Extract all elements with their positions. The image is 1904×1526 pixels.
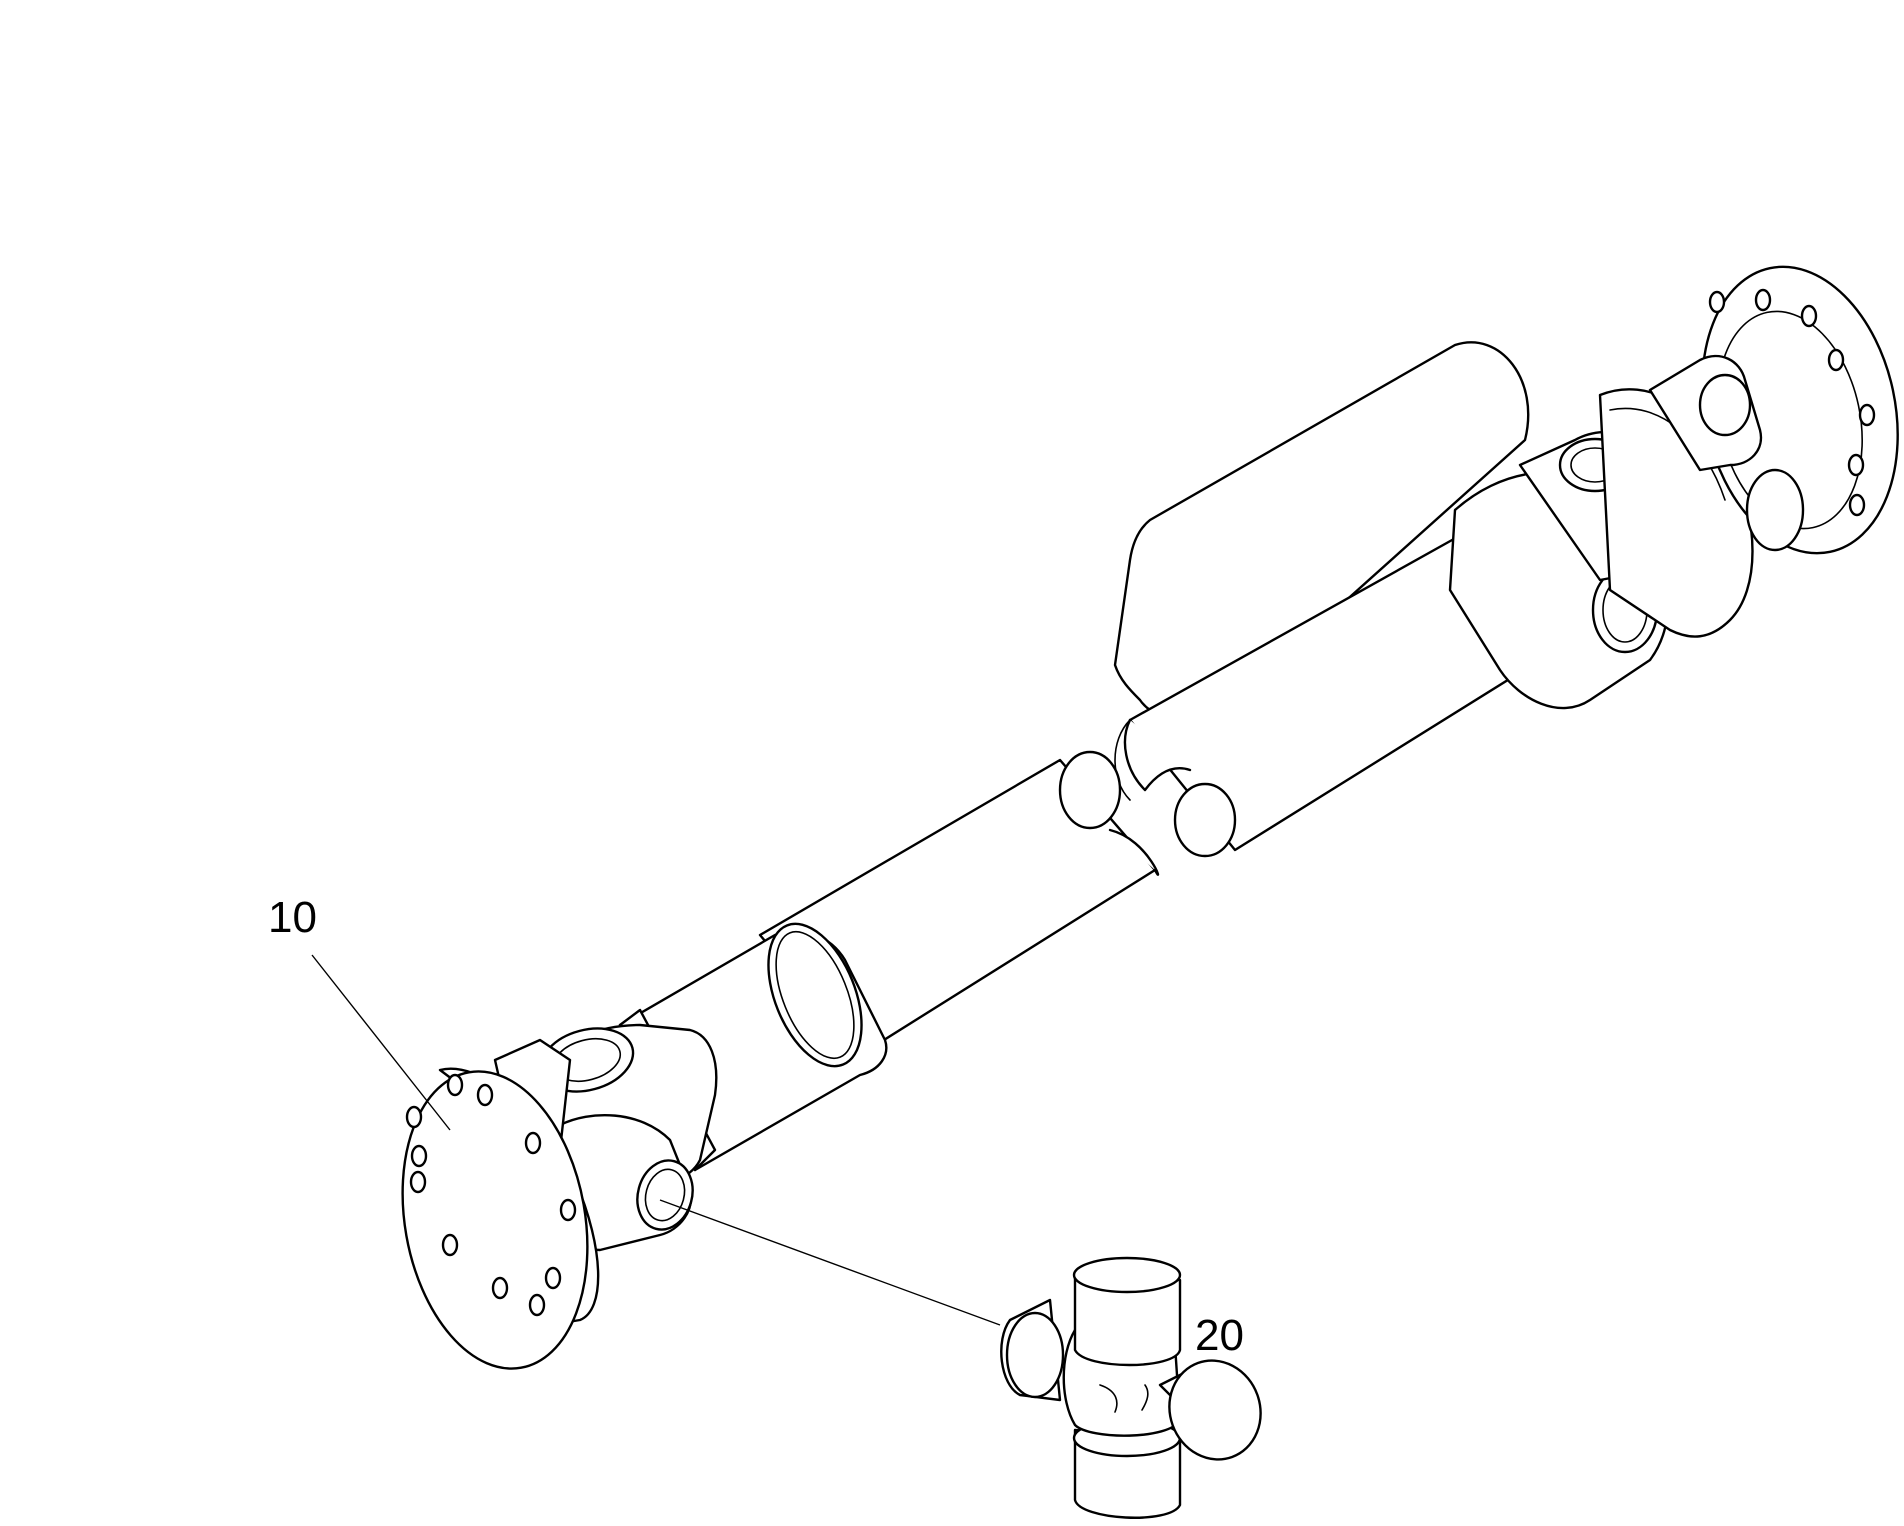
universal-joint-cross <box>1000 1256 1262 1519</box>
leader-line-10 <box>311 954 451 1131</box>
callout-10: 10 <box>268 893 317 942</box>
callout-20: 20 <box>1195 1311 1244 1360</box>
end-flange-left <box>401 1067 600 1370</box>
leader-line-20 <box>659 1199 1001 1326</box>
shaft-tube-right <box>1113 341 1542 858</box>
end-flange-right <box>1648 265 1899 555</box>
